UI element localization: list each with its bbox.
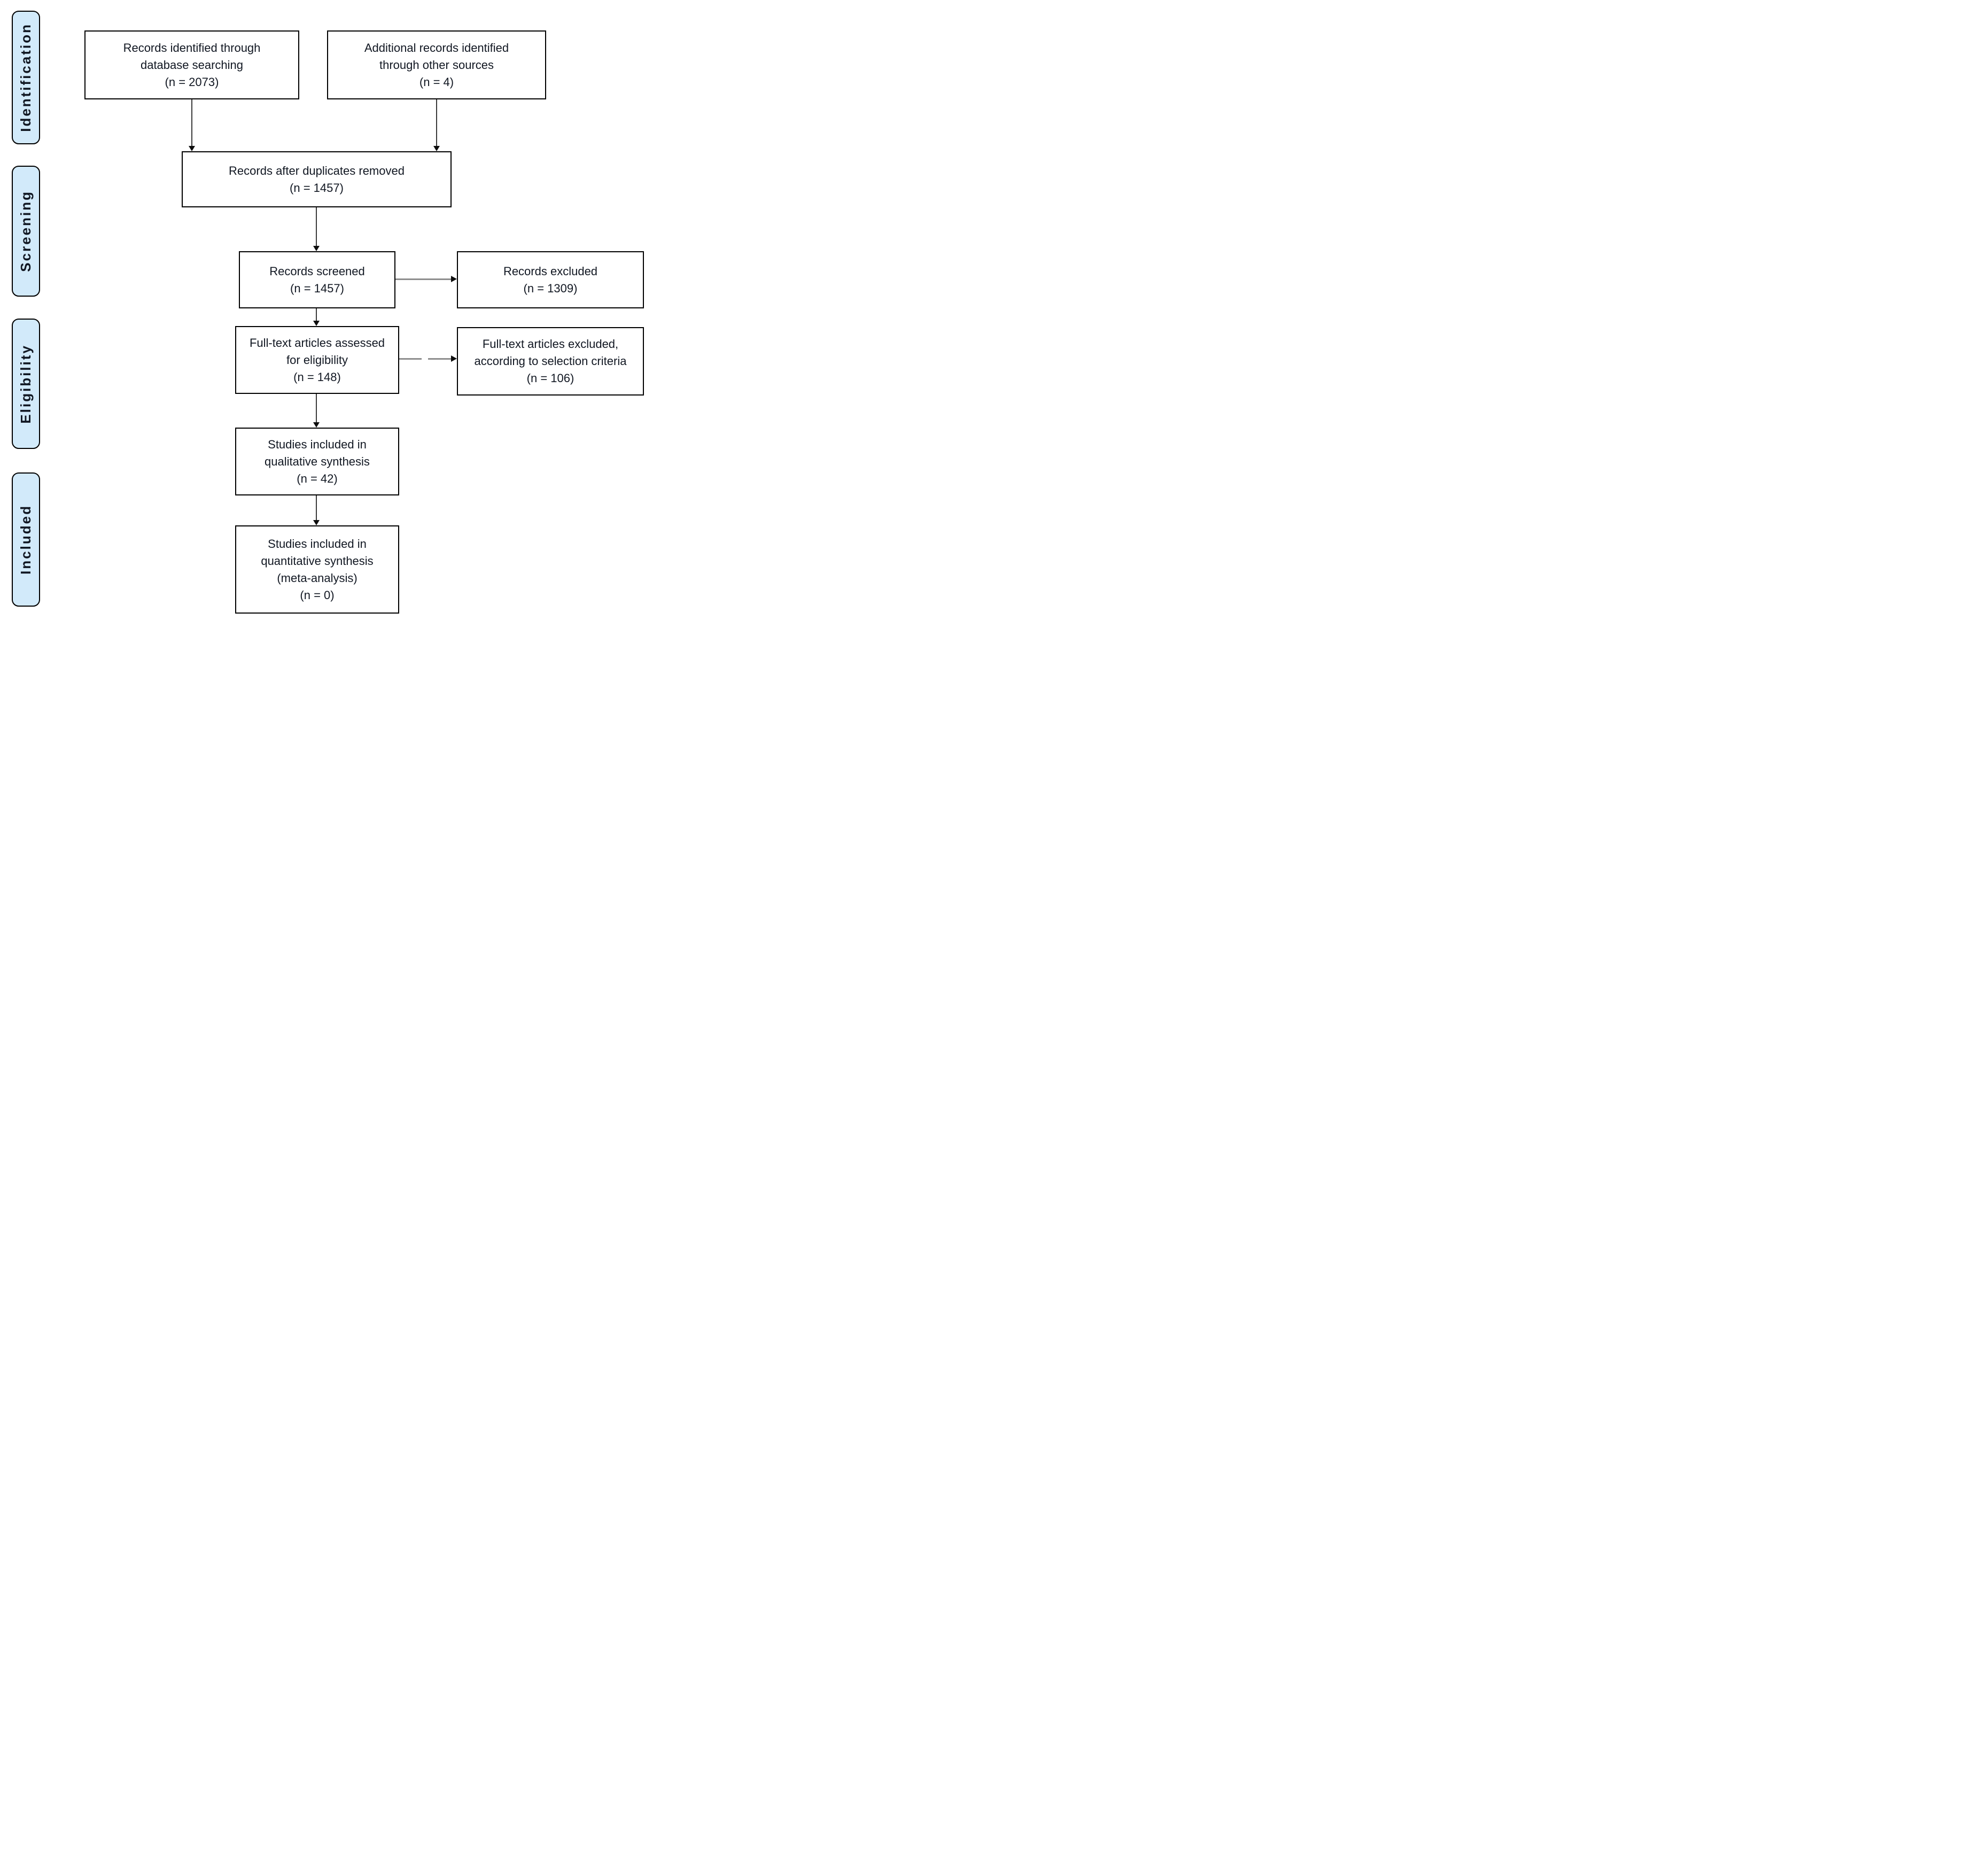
stage-eligibility-label: Eligibility [18,344,34,424]
node-records-after-duplicates-text: Records after duplicates removed (n = 14… [229,164,405,195]
arrowhead-down-icon [433,146,440,151]
arrow-qualitative-to-quantitative-line [316,495,317,520]
arrowhead-down-icon [313,321,320,326]
node-records-identified-db-text: Records identified through database sear… [123,41,261,89]
node-quantitative-synthesis: Studies included in quantitative synthes… [235,525,399,614]
arrow-fulltext-to-excluded-dash [428,358,451,360]
stage-screening-label: Screening [18,190,34,272]
node-records-screened-text: Records screened (n = 1457) [269,264,365,295]
arrow-screened-to-excluded-line [395,278,451,280]
stage-identification-label: Identification [18,23,34,132]
prisma-flow-diagram: Identification Screening Eligibility Inc… [0,0,655,625]
node-fulltext-assessed-text: Full-text articles assessed for eligibil… [249,336,385,384]
arrowhead-down-icon [313,422,320,428]
arrowhead-right-icon [451,355,457,362]
arrow-duplicates-to-screened-line [316,207,317,246]
arrowhead-down-icon [313,520,320,525]
stage-included: Included [12,472,40,607]
arrow-fulltext-to-excluded-dash [399,358,422,360]
node-records-after-duplicates: Records after duplicates removed (n = 14… [182,151,452,207]
node-fulltext-excluded: Full-text articles excluded, according t… [457,327,644,396]
stage-eligibility: Eligibility [12,319,40,449]
arrow-screened-to-fulltext-line [316,308,317,321]
arrowhead-right-icon [451,276,457,282]
arrowhead-down-icon [189,146,195,151]
stage-identification: Identification [12,11,40,144]
node-qualitative-synthesis-text: Studies included in qualitative synthesi… [265,437,370,485]
node-qualitative-synthesis: Studies included in qualitative synthesi… [235,428,399,495]
node-fulltext-assessed: Full-text articles assessed for eligibil… [235,326,399,394]
node-additional-records: Additional records identified through ot… [327,30,546,99]
node-records-identified-db: Records identified through database sear… [84,30,299,99]
node-additional-records-text: Additional records identified through ot… [364,41,509,89]
node-fulltext-excluded-text: Full-text articles excluded, according t… [474,337,627,385]
arrowhead-down-icon [313,246,320,251]
node-records-screened: Records screened (n = 1457) [239,251,395,308]
node-quantitative-synthesis-text: Studies included in quantitative synthes… [261,537,374,602]
arrow-fulltext-to-qualitative-line [316,394,317,422]
stage-included-label: Included [18,505,34,575]
arrow-other-to-duplicates-line [436,99,437,146]
node-records-excluded: Records excluded (n = 1309) [457,251,644,308]
stage-screening: Screening [12,166,40,297]
node-records-excluded-text: Records excluded (n = 1309) [503,264,598,295]
arrow-db-to-duplicates-line [191,99,192,146]
